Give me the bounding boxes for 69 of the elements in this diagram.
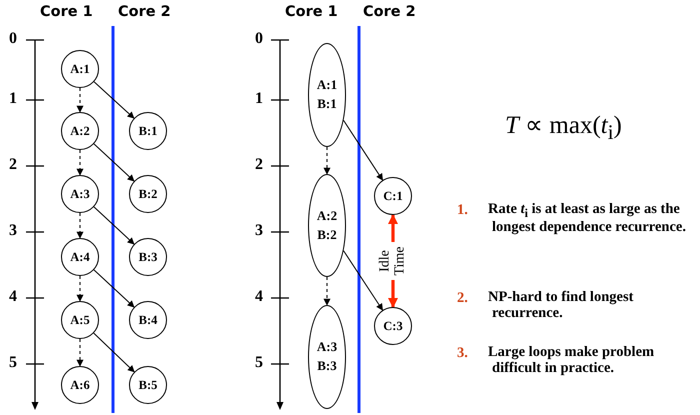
arrow [94, 81, 134, 119]
task-circle [129, 175, 167, 213]
task-label: A:5 [70, 312, 90, 329]
list-item-text: Large loops make problem difficult in practice. [488, 345, 656, 377]
task-label: B:5 [138, 376, 158, 394]
column-heading: Core 2 [363, 4, 416, 20]
arrow [76, 276, 84, 302]
task-label: B:2 [138, 186, 158, 203]
column-heading: Core 1 [40, 4, 93, 20]
task-label: A:2 [70, 122, 90, 140]
axis-tick-label: 2 [9, 156, 17, 174]
arrow [93, 269, 135, 308]
arrow [343, 120, 384, 181]
axis-tick-label: 1 [9, 90, 17, 108]
arrow [324, 276, 330, 306]
task-label: A:1 [316, 76, 338, 94]
arrow [76, 212, 84, 239]
arrow [93, 143, 135, 182]
arrow [93, 332, 135, 372]
axis-tick-label: 4 [9, 288, 17, 306]
task-circle [61, 366, 99, 404]
task-label: C:3 [383, 318, 403, 335]
task-circle [129, 301, 167, 339]
task-label: A:4 [70, 248, 90, 266]
task-label: A:2 [316, 206, 338, 225]
task-circle [129, 238, 167, 276]
formula: T ∝ max(t$_{i}$) [505, 111, 622, 145]
arrow [343, 250, 384, 311]
task-circle [61, 112, 99, 150]
axis-tick-label: 2 [255, 156, 263, 174]
task-label: B:2 [317, 226, 337, 244]
arrow [76, 338, 84, 367]
axis-tick-label: 1 [255, 90, 263, 108]
axis-tick-label: 5 [255, 354, 263, 372]
task-label: B:4 [138, 312, 158, 329]
task-circle [61, 238, 99, 276]
task-circle [61, 50, 99, 88]
task-circle [61, 175, 99, 213]
task-label: A:3 [70, 186, 90, 203]
axis-tick-label: 5 [9, 354, 17, 372]
axis-tick-label: 0 [255, 30, 263, 48]
list-number: 3. [457, 345, 468, 362]
task-label: C:1 [383, 188, 403, 205]
task-circle [374, 177, 412, 215]
arrow [324, 146, 330, 175]
axis-tick-label: 4 [255, 288, 263, 306]
arrow [76, 150, 84, 176]
task-circle [61, 301, 99, 339]
arrow [76, 88, 84, 113]
column-heading: Core 1 [285, 4, 338, 20]
task-circle [374, 307, 412, 345]
axis-tick-label: 0 [9, 30, 17, 48]
axis-tick-label: 3 [255, 222, 263, 240]
task-label: B:3 [317, 357, 337, 375]
list-number: 2. [457, 290, 468, 307]
task-label: B:1 [138, 122, 158, 140]
task-label: A:6 [70, 376, 90, 394]
task-circle [129, 112, 167, 150]
task-label: A:3 [316, 338, 338, 356]
task-label: A:1 [70, 60, 90, 78]
column-heading: Core 2 [118, 4, 171, 20]
axis-tick-label: 3 [9, 222, 17, 240]
task-label: B:3 [138, 248, 158, 266]
task-label: B:1 [317, 95, 337, 113]
list-item-text: Rate t$_{i}$ is at least as large as the longest dependence recurrence. [488, 202, 687, 236]
list-item-text: NP-hard to find longest recurrence. [488, 290, 634, 322]
task-circle [129, 366, 167, 404]
list-number: 1. [457, 202, 468, 219]
arrow [93, 206, 135, 245]
